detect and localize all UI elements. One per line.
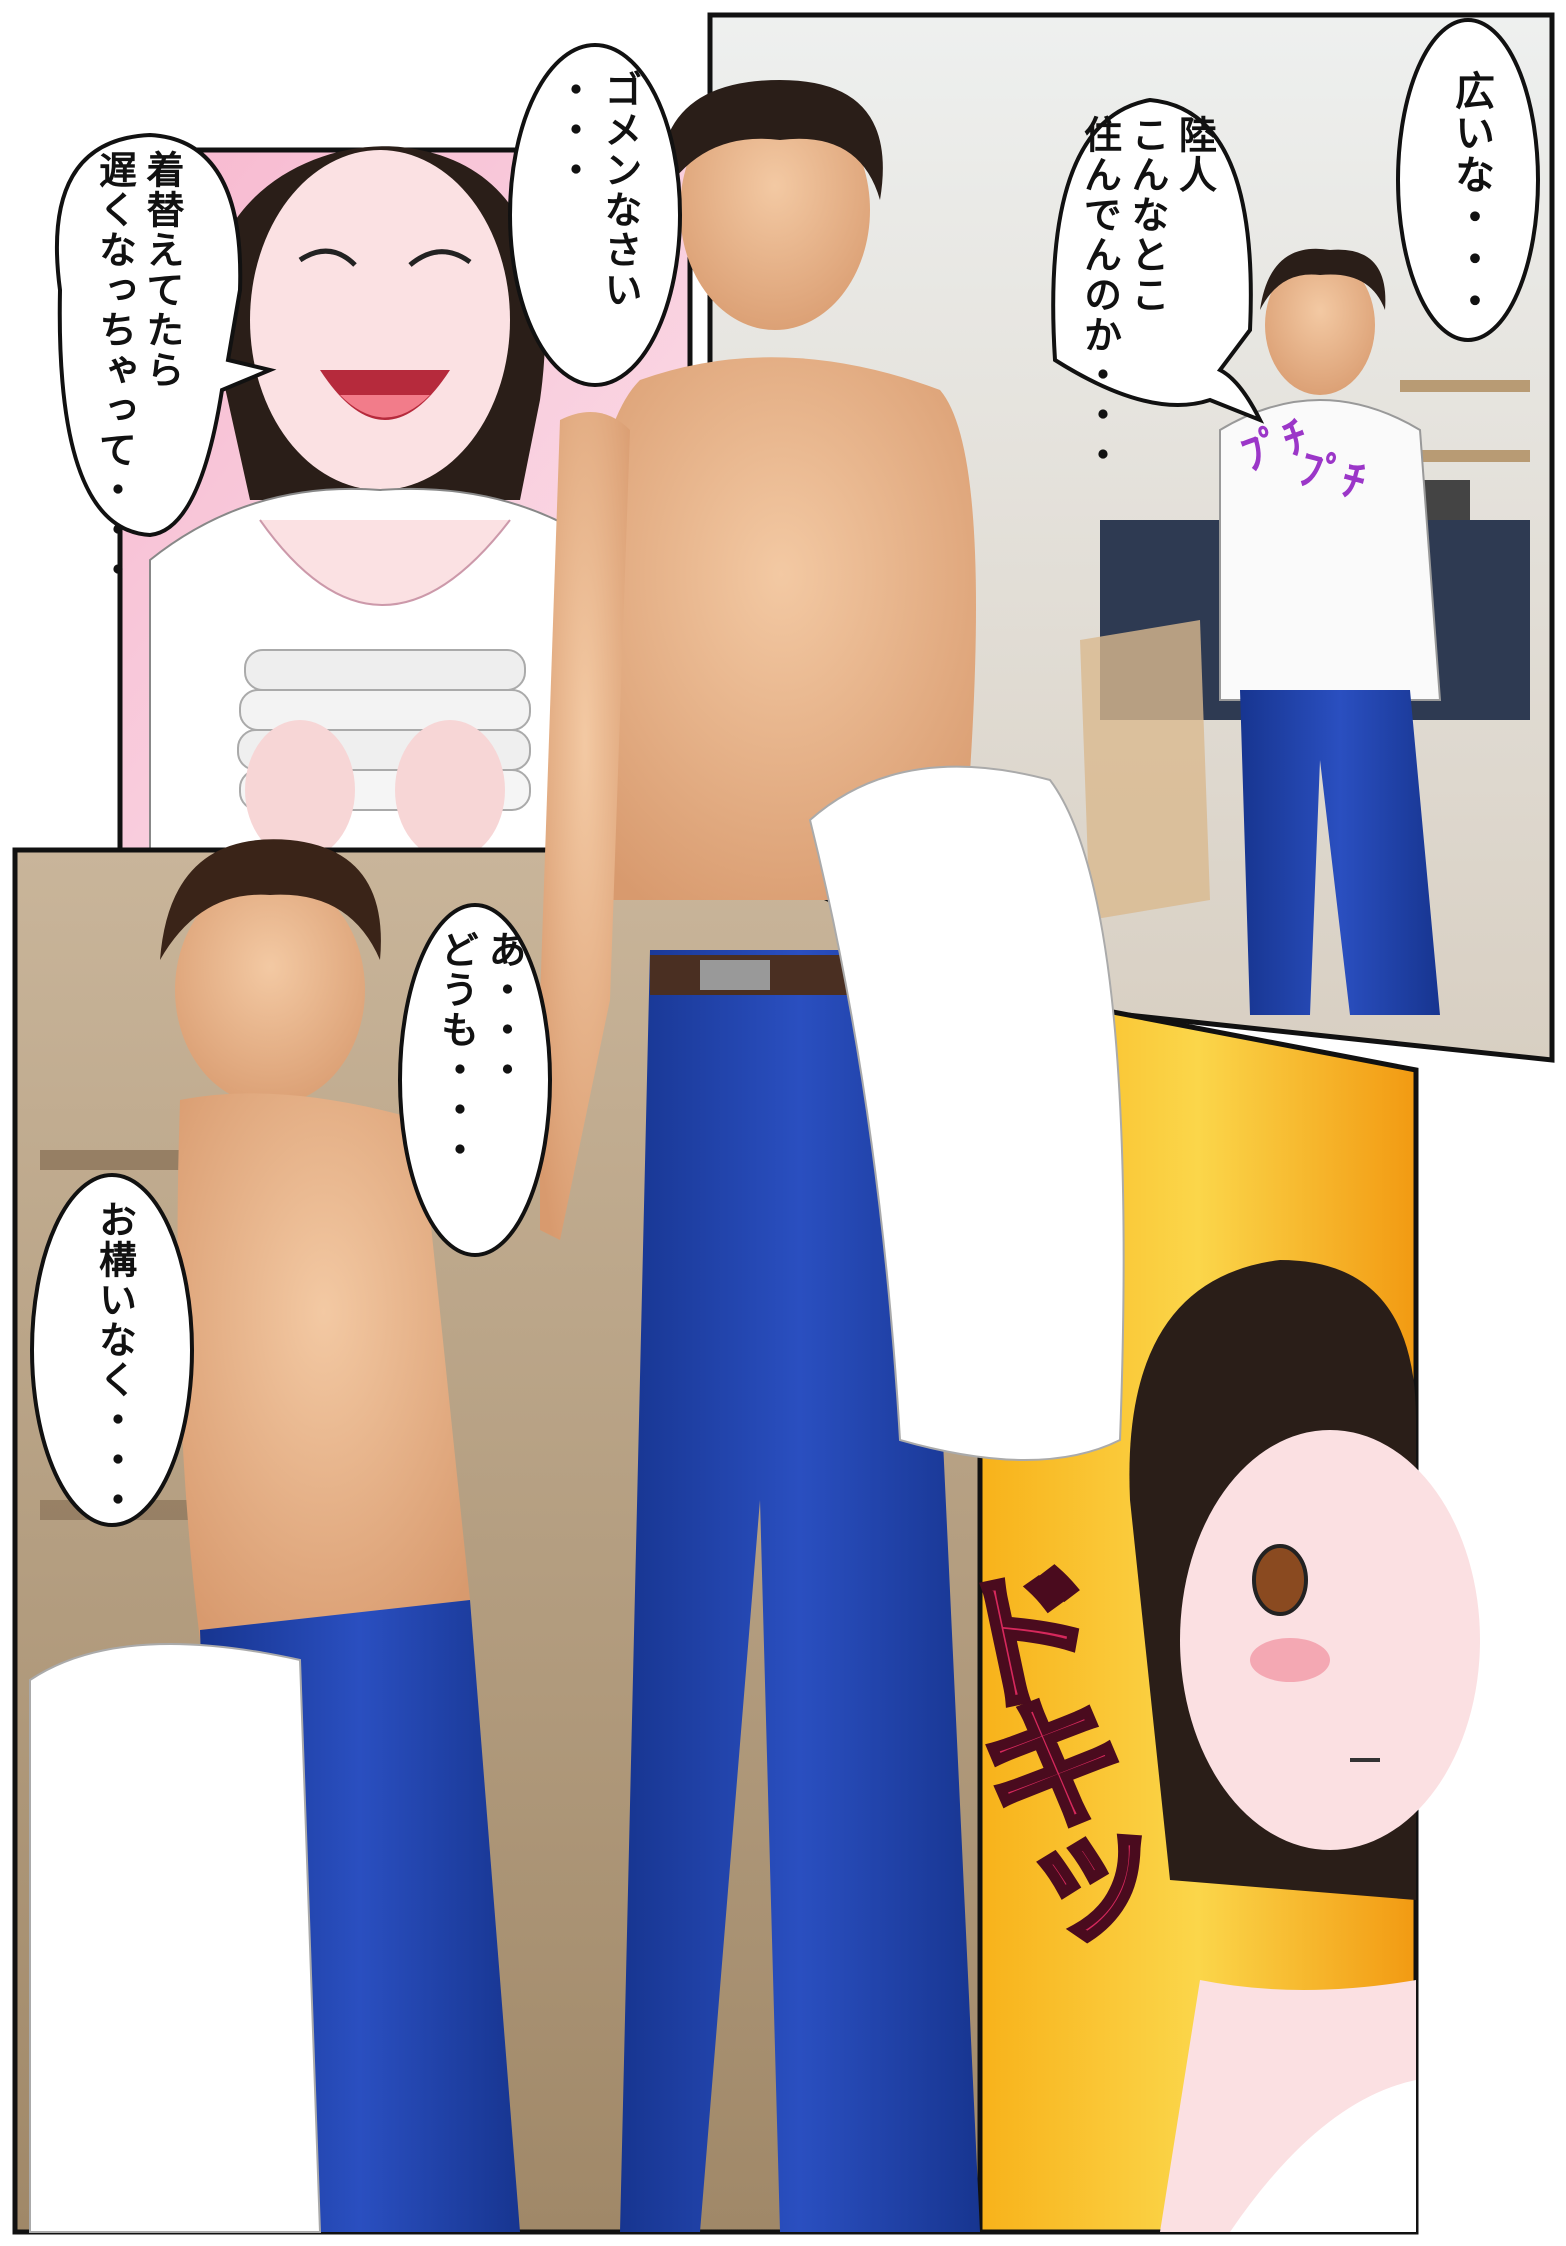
balloon-b4-text: 着替えてたら 遅くなっちゃって・・・ [90,150,185,590]
balloon-line: ゴメンなさい [598,70,642,310]
balloon-line: ・・・ [550,70,595,190]
balloon-b3-text: ゴメンなさい ・・・ [548,70,643,310]
balloon-line: お構いなく・・・ [92,1200,137,1520]
balloon-line: 着替えてたら [140,150,184,390]
balloon-line: 広いな・・・ [1448,70,1494,322]
balloon-line: こんなとこ [1125,115,1169,315]
balloon-line: 陸人 [1172,115,1217,195]
balloon-b2-text: 陸人 こんなとこ 住んでんのか・・・ [1075,115,1218,475]
balloon-line: どうも・・・ [434,930,479,1170]
balloon-b1-text: 広いな・・・ [1446,70,1496,322]
center-man-figure [540,80,1125,2232]
balloon-line: 遅くなっちゃって・・・ [92,150,137,590]
balloon-line: 住んでんのか・・・ [1077,115,1122,475]
balloon-b6-text: お構いなく・・・ [90,1200,138,1520]
balloon-b5-text: あ・・・ どうも・・・ [432,930,527,1170]
balloon-line: あ・・・ [482,930,526,1090]
